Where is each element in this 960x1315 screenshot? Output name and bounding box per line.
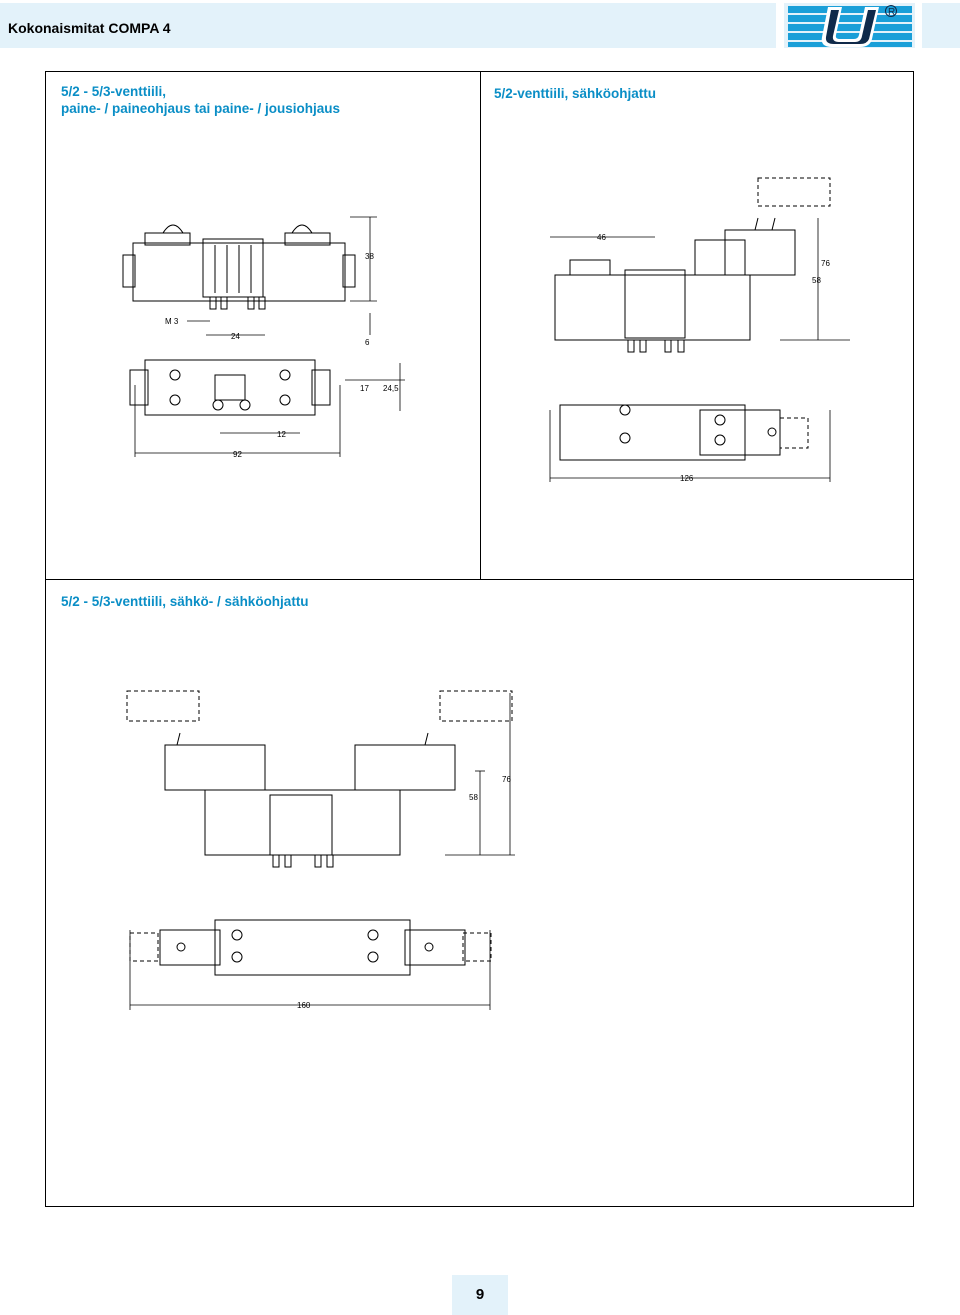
dim-76: 76 bbox=[821, 259, 830, 268]
dim-24: 24 bbox=[231, 332, 240, 341]
section-title-solenoid: 5/2-venttiili, sähköohjattu bbox=[494, 86, 657, 101]
header-bar: Kokonaismitat COMPA 4 bbox=[0, 3, 776, 48]
dimension-lines-solenoid bbox=[549, 218, 850, 482]
dim-17: 17 bbox=[360, 384, 369, 393]
section-title-pneumatic: 5/2 - 5/3-venttiili, paine- / paineohjau… bbox=[61, 84, 341, 116]
solenoid-top-view bbox=[559, 404, 809, 461]
frame-horizontal-divider bbox=[45, 579, 914, 580]
dim-46: 46 bbox=[597, 233, 606, 242]
dim-12: 12 bbox=[277, 430, 286, 439]
valve-top-view bbox=[129, 359, 331, 416]
page-number: 9 bbox=[475, 1286, 485, 1303]
dim-6: 6 bbox=[365, 338, 370, 347]
section-title-double-solenoid: 5/2 - 5/3-venttiili, sähkö- / sähköohjat… bbox=[61, 594, 309, 609]
dim-m3: M 3 bbox=[165, 317, 179, 326]
dim-160: 160 bbox=[297, 1001, 311, 1010]
drawing-pneumatic-valve: 38 M 3 24 6 17 24,5 12 92 bbox=[122, 216, 405, 459]
dim-76-double: 76 bbox=[502, 775, 511, 784]
page-header-title: Kokonaismitat COMPA 4 bbox=[8, 20, 171, 36]
dimension-lines-double-solenoid bbox=[129, 693, 515, 1010]
drawing-solenoid-valve: 46 76 58 126 bbox=[549, 177, 850, 483]
double-solenoid-top-view bbox=[129, 919, 492, 976]
frame-vertical-divider bbox=[480, 71, 481, 580]
dim-58: 58 bbox=[812, 276, 821, 285]
brand-logo: R bbox=[784, 3, 915, 48]
drawing-double-solenoid-valve: 76 58 160 bbox=[126, 690, 515, 1010]
dim-92: 92 bbox=[233, 450, 242, 459]
registered-mark: R bbox=[888, 7, 895, 18]
page-number-box: 9 bbox=[452, 1275, 508, 1315]
solenoid-side-view bbox=[554, 177, 831, 353]
double-solenoid-side-view bbox=[126, 690, 513, 868]
drawing-frame bbox=[45, 71, 914, 1207]
dim-58-double: 58 bbox=[469, 793, 478, 802]
dim-126: 126 bbox=[680, 474, 694, 483]
dimension-lines-pneumatic bbox=[134, 216, 405, 457]
dim-38: 38 bbox=[365, 252, 374, 261]
brand-logo-mark: R bbox=[788, 5, 912, 47]
header-accent-block bbox=[922, 3, 960, 48]
dim-24-5: 24,5 bbox=[383, 384, 399, 393]
valve-side-view bbox=[122, 224, 356, 310]
